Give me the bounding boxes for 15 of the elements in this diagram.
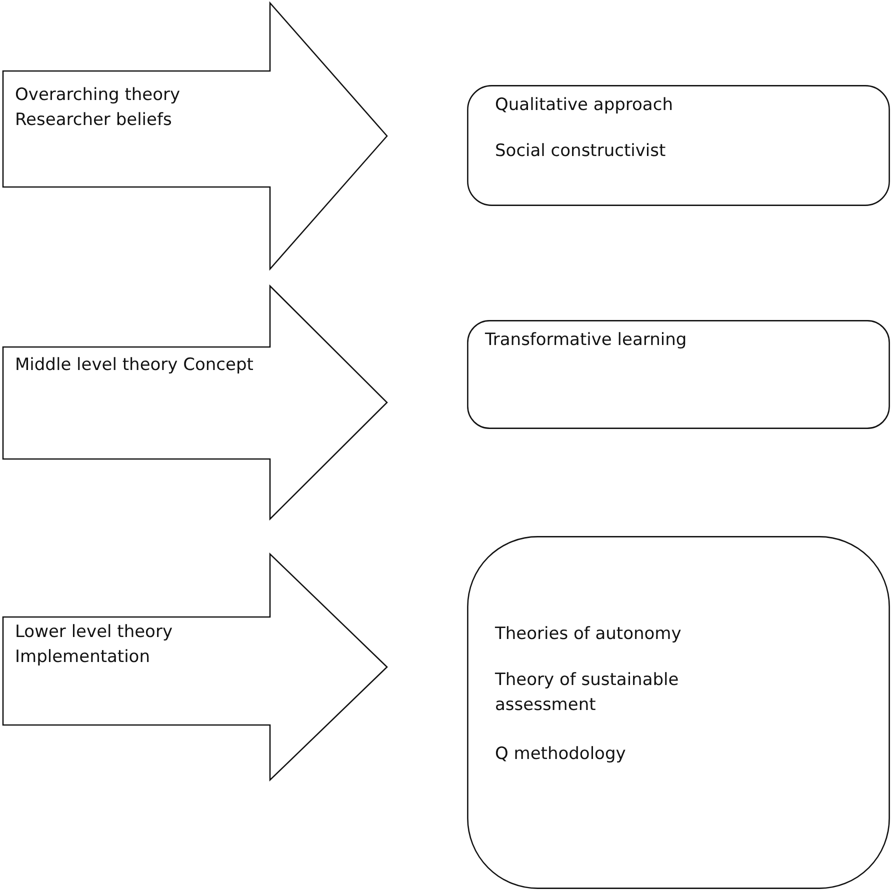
node-text: Lower level theory Implementation <box>15 621 174 669</box>
arrow-shape <box>3 3 388 269</box>
node-text: Transformative learning <box>485 329 688 352</box>
rounded-box <box>467 536 890 889</box>
node-text: Q methodology <box>495 743 627 766</box>
node-text: Middle level theory Concept <box>15 354 254 377</box>
node-text: Theory of sustainable assessment <box>495 669 680 717</box>
node-text: Social constructivist <box>495 140 667 163</box>
rounded-box <box>467 85 890 206</box>
node-text: Theories of autonomy <box>495 623 682 646</box>
node-text: Qualitative approach <box>495 94 674 117</box>
rounded-box <box>467 320 890 429</box>
node-text: Overarching theory Researcher beliefs <box>15 84 182 132</box>
arrow-shape <box>3 554 388 780</box>
arrow-shape <box>3 286 388 519</box>
